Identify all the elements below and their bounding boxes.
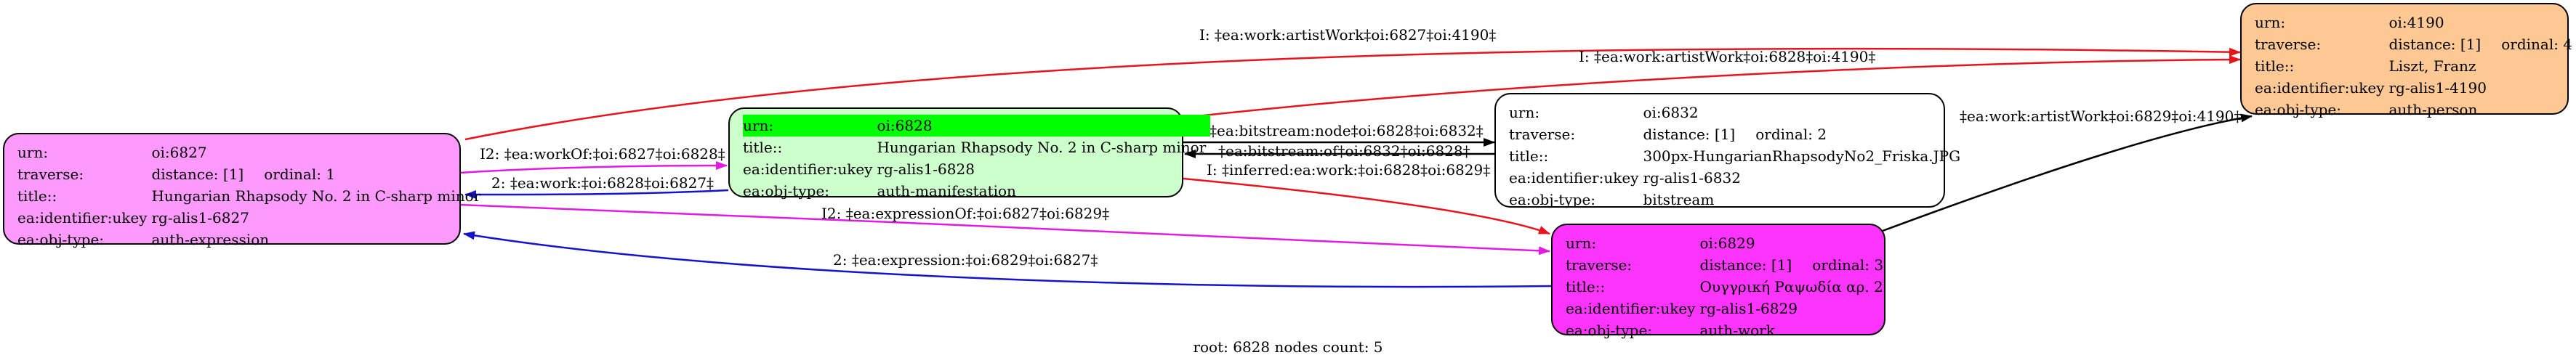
ukey-value: rg-alis1-4190 <box>2388 79 2487 97</box>
edge-label-artist-6829: ‡ea:work:artistWork‡oi:6829‡oi:4190‡ <box>1960 107 2242 125</box>
objtype-value: auth-work <box>1699 322 1775 339</box>
objtype-key: ea:obj-type: <box>2255 101 2342 118</box>
ukey-key: ea:identifier:ukey <box>743 160 873 178</box>
edge-artist-6829 <box>1882 113 2253 232</box>
urn-value: oi:6828 <box>877 115 1211 136</box>
edge-label-work-of: I2: ‡ea:workOf:‡oi:6827‡oi:6828‡ <box>480 145 725 163</box>
urn-value: oi:6829 <box>1699 234 1755 252</box>
node-oi-6828[interactable]: urn:oi:6828 title::Hungarian Rhapsody No… <box>728 107 1211 200</box>
objtype-key: ea:obj-type: <box>17 231 105 248</box>
ukey-key: ea:identifier:ukey <box>1509 169 1639 187</box>
urn-key: urn: <box>2255 14 2286 31</box>
edge-label-artist-6828: I: ‡ea:work:artistWork‡oi:6828‡oi:4190‡ <box>1579 48 1876 65</box>
objtype-key: ea:obj-type: <box>1566 322 1653 339</box>
edge-label-expression: 2: ‡ea:expression:‡oi:6829‡oi:6827‡ <box>833 251 1098 269</box>
objtype-value: bitstream <box>1643 191 1715 208</box>
urn-value: oi:6827 <box>151 144 207 161</box>
distance-value: distance: [1] <box>151 166 244 183</box>
title-key: title:: <box>1509 147 1549 165</box>
title-value: Ουγγρική Ραψωδία αρ. 2 <box>1699 278 1883 295</box>
node-oi-6832-table: urn: oi:6832 traverse: distance: [1] ordina… <box>1509 102 1965 211</box>
urn-key: urn: <box>743 115 877 136</box>
node-oi-6827[interactable]: urn: oi:6827 traverse: distance: [1] ordina… <box>3 133 480 248</box>
node-oi-6829-table: urn: oi:6829 traverse: distance: [1] ordina… <box>1566 232 1888 341</box>
edge-expression-of <box>459 203 1550 256</box>
title-value: Hungarian Rhapsody No. 2 in C-sharp mino… <box>151 187 481 205</box>
ordinal-value: ordinal: 4 <box>2501 36 2573 53</box>
objtype-key: ea:obj-type: <box>743 182 830 200</box>
urn-key: urn: <box>1566 234 1597 252</box>
ukey-value: rg-alis1-6829 <box>1699 300 1798 317</box>
urn-key: urn: <box>17 144 49 161</box>
edge-artist-6827 <box>464 47 2241 141</box>
edge-inferred <box>1183 177 1550 235</box>
edge-label-work: 2: ‡ea:work:‡oi:6828‡oi:6827‡ <box>491 174 715 192</box>
objtype-value: auth-person <box>2388 101 2478 118</box>
node-oi-6829[interactable]: urn: oi:6829 traverse: distance: [1] ordina… <box>1551 224 1885 339</box>
edge-label-bitstream-of: ‡ea:bitstream:of‡oi:6832‡oi:6828‡ <box>1218 142 1470 160</box>
edge-label-artist-6827: I: ‡ea:work:artistWork‡oi:6827‡oi:4190‡ <box>1199 26 1497 44</box>
ordinal-value: ordinal: 3 <box>1812 256 1884 274</box>
distance-value: distance: [1] <box>1643 126 1736 143</box>
title-key: title:: <box>2255 57 2295 75</box>
objtype-key: ea:obj-type: <box>1509 191 1596 208</box>
traverse-key: traverse: <box>1509 126 1576 143</box>
traverse-key: traverse: <box>1566 256 1633 274</box>
edge-label-bitstream-node: ‡ea:bitstream:node‡oi:6828‡oi:6832‡ <box>1209 122 1484 139</box>
title-key: title:: <box>743 139 783 156</box>
ukey-value: rg-alis1-6827 <box>151 209 249 227</box>
title-value: Hungarian Rhapsody No. 2 in C-sharp mino… <box>877 139 1207 156</box>
edge-work <box>464 189 729 199</box>
title-value: Liszt, Franz <box>2388 57 2476 75</box>
urn-key: urn: <box>1509 104 1540 121</box>
edge-expression <box>463 231 1552 288</box>
node-oi-6828-table: urn:oi:6828 title::Hungarian Rhapsody No… <box>743 115 1211 202</box>
node-oi-6827-table: urn: oi:6827 traverse: distance: [1] ordina… <box>17 142 485 250</box>
title-value: 300px-HungarianRhapsodyNo2_Friska.JPG <box>1643 147 1961 165</box>
traverse-key: traverse: <box>2255 36 2322 53</box>
title-key: title:: <box>17 187 57 205</box>
ukey-key: ea:identifier:ukey <box>2255 79 2385 97</box>
objtype-value: auth-manifestation <box>877 182 1016 200</box>
edge-label-inferred: I: ‡inferred:ea:work:‡oi:6828‡oi:6829‡ <box>1207 161 1491 179</box>
urn-value: oi:4190 <box>2388 14 2444 31</box>
ordinal-value: ordinal: 1 <box>264 166 336 183</box>
ukey-value: rg-alis1-6828 <box>877 160 975 178</box>
objtype-value: auth-expression <box>151 231 270 248</box>
node-oi-4190-table: urn: oi:4190 traverse: distance: [1] ordina… <box>2255 12 2576 121</box>
distance-value: distance: [1] <box>2388 36 2482 53</box>
ukey-key: ea:identifier:ukey <box>1566 300 1696 317</box>
edge-artist-6828 <box>1183 55 2241 119</box>
title-key: title:: <box>1566 278 1606 295</box>
node-oi-6832[interactable]: urn: oi:6832 traverse: distance: [1] ordina… <box>1494 93 1960 208</box>
edge-work-of <box>459 161 728 174</box>
edge-label-expression-of: I2: ‡ea:expressionOf:‡oi:6827‡oi:6829‡ <box>821 205 1110 222</box>
node-oi-4190[interactable]: urn: oi:4190 traverse: distance: [1] ordina… <box>2240 3 2572 118</box>
distance-value: distance: [1] <box>1699 256 1792 274</box>
urn-value: oi:6832 <box>1643 104 1699 121</box>
graph-footer: root: 6828 nodes count: 5 <box>1193 338 1383 356</box>
ordinal-value: ordinal: 2 <box>1755 126 1827 143</box>
ukey-key: ea:identifier:ukey <box>17 209 148 227</box>
ukey-value: rg-alis1-6832 <box>1643 169 1741 187</box>
traverse-key: traverse: <box>17 166 84 183</box>
